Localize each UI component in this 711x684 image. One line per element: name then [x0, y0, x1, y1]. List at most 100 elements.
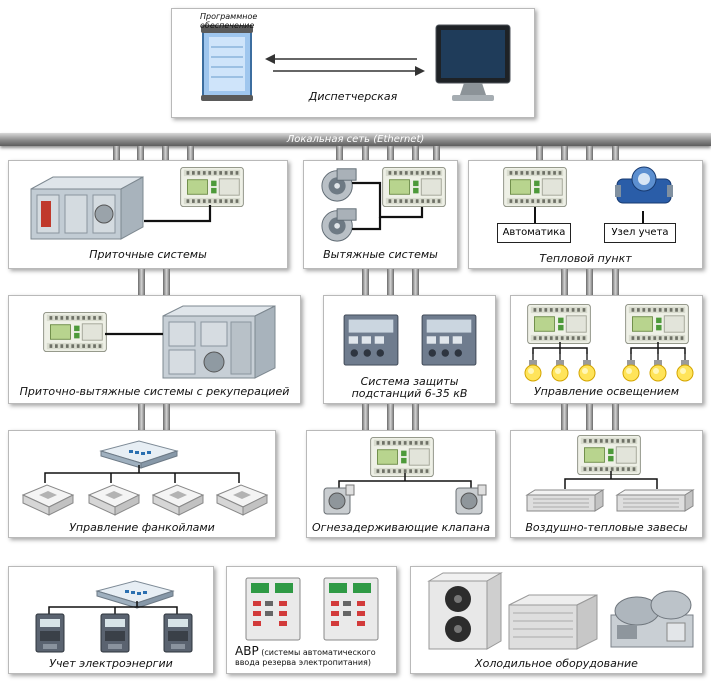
chiller-icon	[610, 590, 694, 648]
dispatch-label: Диспетчерская	[308, 90, 398, 103]
meter-box: Узел учета	[604, 223, 676, 243]
pipe	[138, 404, 145, 430]
energy-box: Учет электроэнергии	[8, 566, 214, 674]
condenser-unit-icon	[427, 572, 503, 650]
pipe	[138, 269, 145, 295]
software-label: Программное обеспечение	[200, 12, 258, 30]
pipe	[387, 146, 394, 160]
avr-box: АВР (системы автоматического ввода резер…	[226, 566, 397, 674]
wiring-line	[564, 471, 658, 489]
controller-icon	[370, 437, 434, 477]
pipe	[187, 146, 194, 160]
supply-systems-label: Приточные системы	[89, 248, 207, 261]
double-arrow-icon	[265, 54, 425, 76]
pipe	[586, 269, 593, 295]
fancoil-label: Управление фанкойлами	[69, 521, 215, 534]
fancoil-cassette-icon	[83, 481, 143, 521]
pipe	[561, 146, 568, 160]
pipe	[113, 146, 120, 160]
pipe	[561, 404, 568, 430]
energy-label: Учет электроэнергии	[49, 657, 173, 670]
pipe	[336, 146, 343, 160]
firevalves-label: Огнезадерживающие клапана	[312, 521, 490, 534]
connection-line	[534, 207, 644, 223]
avr-title: АВР	[235, 644, 259, 658]
cooling-label: Холодильное оборудование	[475, 657, 638, 670]
electricity-meter-icon	[163, 613, 193, 653]
pipe	[163, 269, 170, 295]
server-icon	[201, 25, 253, 101]
pipe	[586, 146, 593, 160]
fancoil-box: Управление фанкойлами	[8, 430, 276, 538]
rooftop-unit-icon	[508, 594, 598, 650]
controller-icon	[503, 167, 567, 207]
substation-label: Система защиты подстанций 6-35 кВ	[351, 375, 468, 400]
network-label: Локальная сеть (Ethernet)	[286, 134, 425, 145]
monitor-icon	[435, 24, 511, 101]
avr-label: АВР (системы автоматического ввода резер…	[235, 645, 395, 668]
pipe	[536, 146, 543, 160]
wiring-line	[338, 473, 472, 489]
exhaust-systems-box: Вытяжные системы	[303, 160, 458, 269]
bulb-icon	[621, 352, 641, 382]
electricity-meter-icon	[35, 613, 65, 653]
lighting-box: Управление освещением	[510, 295, 703, 404]
exhaust-systems-label: Вытяжные системы	[323, 248, 438, 261]
pipe	[387, 404, 394, 430]
wiring-line	[44, 465, 240, 483]
supply-systems-box: Приточные системы	[8, 160, 288, 269]
protection-panel-icon	[420, 314, 478, 366]
bulb-icon	[523, 352, 543, 382]
ethernet-bus	[0, 133, 711, 146]
air-handling-unit-icon	[30, 176, 144, 240]
heat-point-box: Автоматика Узел учета Тепловой пункт	[468, 160, 703, 269]
pipe	[612, 404, 619, 430]
pipe	[362, 269, 369, 295]
fancoil-cassette-icon	[147, 481, 207, 521]
pipe	[387, 269, 394, 295]
air-curtain-icon	[525, 489, 605, 513]
pipe	[412, 269, 419, 295]
pipe	[137, 146, 144, 160]
dispatch-box: Программное обеспечение Диспетчерская	[171, 8, 535, 118]
pipe	[163, 404, 170, 430]
curtains-box: Воздушно-тепловые завесы	[510, 430, 703, 538]
relay-panel-icon	[323, 577, 379, 641]
pipe	[586, 404, 593, 430]
protection-panel-icon	[342, 314, 400, 366]
pipe	[362, 404, 369, 430]
bulb-icon	[675, 352, 695, 382]
recuperation-box: Приточно-вытяжные системы с рекуперацией	[8, 295, 301, 404]
controller-icon	[625, 304, 689, 344]
fire-damper-icon	[453, 483, 487, 517]
pipe	[412, 404, 419, 430]
heat-meter-icon	[615, 166, 673, 204]
pipe	[433, 146, 440, 160]
pipe	[412, 146, 419, 160]
automation-box: Автоматика	[497, 223, 571, 243]
bulb-icon	[648, 352, 668, 382]
connection-line	[144, 205, 212, 223]
bulb-icon	[577, 352, 597, 382]
recuperation-label: Приточно-вытяжные системы с рекуперацией	[19, 385, 290, 398]
firevalves-box: Огнезадерживающие клапана	[306, 430, 496, 538]
heat-point-label: Тепловой пункт	[539, 252, 632, 265]
relay-panel-icon	[245, 577, 301, 641]
pipe	[612, 146, 619, 160]
controller-icon	[43, 312, 107, 352]
lighting-label: Управление освещением	[533, 385, 680, 398]
electricity-meter-icon	[100, 613, 130, 653]
fire-damper-icon	[321, 483, 355, 517]
controller-icon	[180, 167, 244, 207]
avr-description: (системы автоматического ввода резерва э…	[235, 648, 376, 667]
pipe	[162, 146, 169, 160]
controller-icon	[577, 435, 641, 475]
recuperator-unit-icon	[162, 305, 276, 379]
substation-box: Система защиты подстанций 6-35 кВ	[323, 295, 496, 404]
connection-line	[352, 181, 424, 231]
bulb-icon	[550, 352, 570, 382]
connection-line	[105, 332, 163, 336]
cooling-box: Холодильное оборудование	[410, 566, 703, 674]
controller-icon	[527, 304, 591, 344]
curtains-label: Воздушно-тепловые завесы	[525, 521, 688, 534]
